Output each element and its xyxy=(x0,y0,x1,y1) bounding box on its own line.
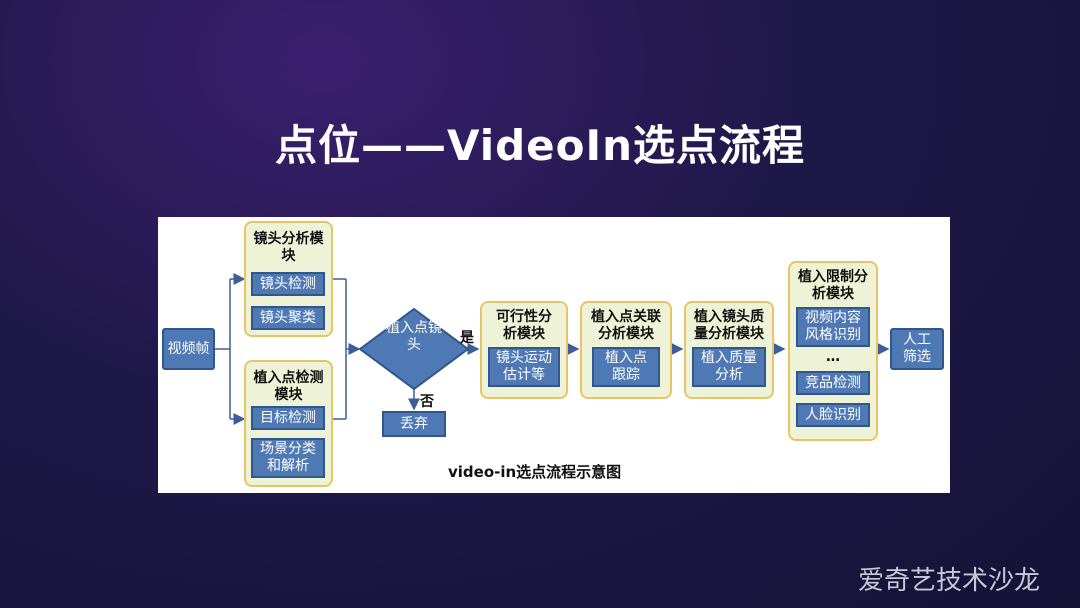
shot-clustering-node: 镜头聚类 xyxy=(251,306,325,330)
discard-node: 丢弃 xyxy=(382,411,446,437)
flow-connectors xyxy=(215,273,890,425)
quality-title: 植入镜头质量分析模块 xyxy=(694,309,764,342)
point-tracking-node: 植入点跟踪 xyxy=(592,347,660,387)
style-recognition-node: 视频内容风格识别 xyxy=(796,307,870,347)
quality-module: 植入镜头质量分析模块 植入质量分析 xyxy=(684,301,774,399)
feasibility-module: 可行性分析模块 镜头运动估计等 xyxy=(480,301,568,399)
decision-diamond xyxy=(358,307,470,391)
shot-module-title: 镜头分析模块 xyxy=(253,231,324,264)
quality-analysis-node: 植入质量分析 xyxy=(692,347,766,387)
end-node: 人工筛选 xyxy=(890,328,944,370)
slide-title: 点位——VideoIn选点流程 xyxy=(274,121,806,170)
association-module: 植入点关联分析模块 植入点跟踪 xyxy=(580,301,672,399)
feasibility-title: 可行性分析模块 xyxy=(496,309,552,342)
restriction-title: 植入限制分析模块 xyxy=(798,269,868,302)
diagram-caption: video-in选点流程示意图 xyxy=(448,463,622,481)
point-module-title: 植入点检测模块 xyxy=(253,370,324,403)
object-detection-node: 目标检测 xyxy=(251,406,325,430)
no-label: 否 xyxy=(420,394,434,410)
watermark: 爱奇艺技术沙龙 xyxy=(858,566,1041,596)
start-node: 视频帧 xyxy=(162,328,215,370)
shot-detection-node: 镜头检测 xyxy=(251,272,325,296)
competitor-detection-node: 竞品检测 xyxy=(796,371,870,395)
ellipsis: … xyxy=(826,349,840,365)
face-recognition-node: 人脸识别 xyxy=(796,403,870,427)
shot-analysis-module: 镜头分析模块 镜头检测 镜头聚类 xyxy=(244,221,333,337)
decision-label: 植入点镜头 xyxy=(386,320,442,353)
motion-estimation-node: 镜头运动估计等 xyxy=(488,347,560,387)
association-title: 植入点关联分析模块 xyxy=(591,309,661,342)
yes-label: 是 xyxy=(460,330,474,346)
point-detection-module: 植入点检测模块 目标检测 场景分类和解析 xyxy=(244,360,333,487)
flowchart-panel: 视频帧 镜头分析模块 镜头检测 镜头聚类 植入点检测模块 目标检测 场景分类和解… xyxy=(158,217,950,493)
restriction-module: 植入限制分析模块 视频内容风格识别 … 竞品检测 人脸识别 xyxy=(788,261,878,441)
scene-classification-node: 场景分类和解析 xyxy=(251,438,325,478)
